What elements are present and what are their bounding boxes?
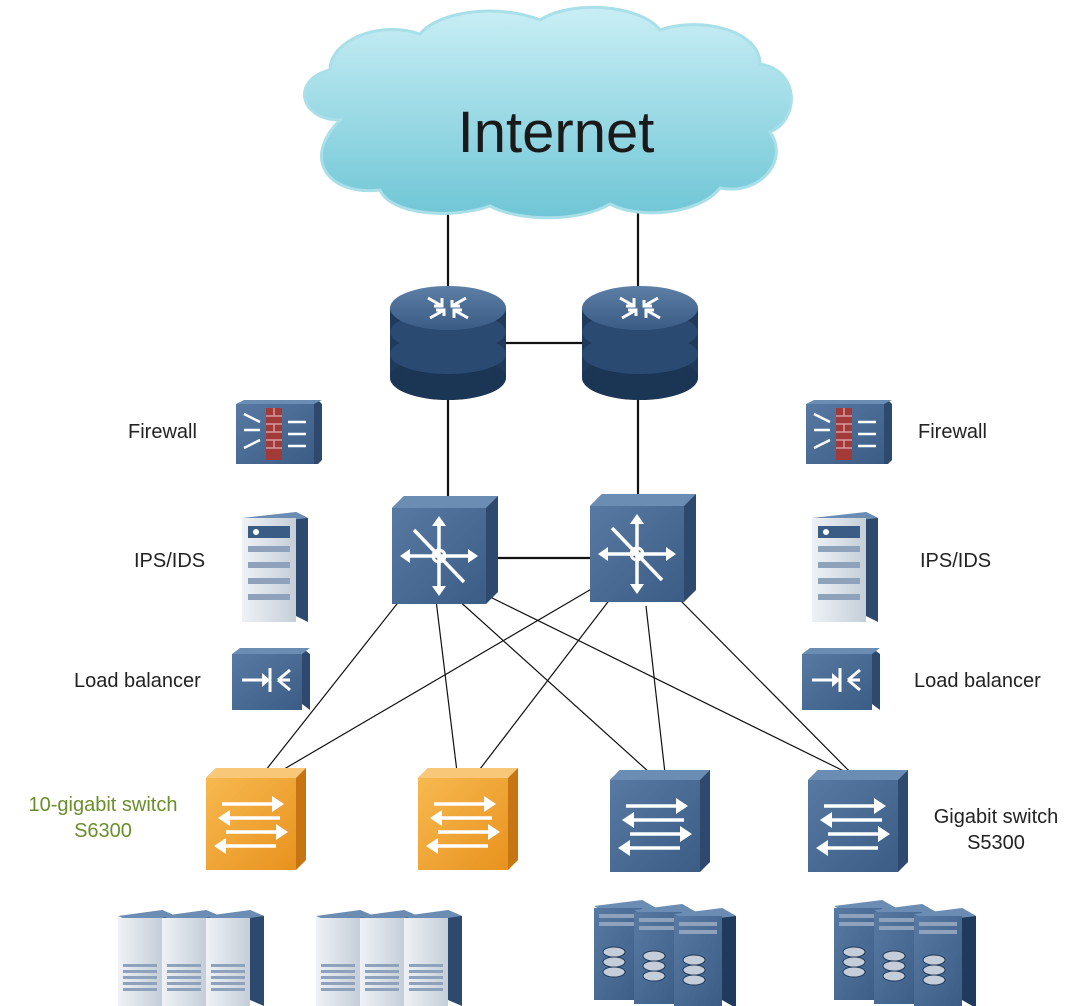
ips-right-icon (812, 512, 878, 622)
link-core-right-to-access1 (261, 583, 601, 783)
access-switch-blue-1-icon (608, 768, 712, 874)
ten-gig-switch-name: 10-gigabit switch (28, 794, 178, 816)
storage-server-icon (673, 907, 737, 1006)
links (446, 200, 640, 560)
link-core-left-to-access4 (479, 591, 863, 781)
gig-switch-name: Gigabit switch (933, 806, 1059, 828)
link-core-right-to-access3 (645, 605, 667, 783)
core-switch-right-icon (588, 492, 698, 604)
cloud-shape (303, 5, 793, 220)
load-balancer-right-icon (800, 646, 882, 712)
ten-gig-switch-label: 10-gigabit switch S6300 (8, 792, 198, 844)
firewall-right-icon (804, 398, 894, 466)
storage-group-2 (833, 899, 977, 1006)
storage-server-icon (913, 907, 977, 1006)
firewall-left-label: Firewall (128, 421, 197, 443)
access-switch-orange-1-icon (204, 766, 308, 872)
link-core-left-to-access3 (455, 597, 661, 783)
firewall-left-icon (234, 398, 324, 466)
cloud-label: Internet (458, 100, 655, 165)
gig-switch-model: S5300 (967, 832, 1025, 854)
link-core-right-to-access4 (679, 599, 861, 783)
router-right-icon (580, 284, 700, 402)
internet-cloud: Internet (303, 5, 793, 220)
firewall-right-label: Firewall (918, 421, 987, 443)
server-group-1 (118, 910, 264, 1006)
core-access-links (257, 583, 863, 783)
link-core-left-to-access1 (257, 589, 409, 781)
gig-switch-label: Gigabit switch S5300 (926, 804, 1066, 856)
link-core-right-to-access2 (469, 593, 615, 783)
load-balancer-left-label: Load balancer (74, 670, 201, 692)
link-core-left-to-access2 (435, 599, 459, 781)
ten-gig-switch-model: S6300 (74, 820, 132, 842)
server-group-2 (316, 910, 462, 1006)
server-tower-icon (206, 910, 264, 1006)
core-switch-left-icon (390, 494, 500, 606)
ips-left-label: IPS/IDS (134, 550, 206, 572)
load-balancer-left-icon (230, 646, 312, 712)
load-balancer-right-label: Load balancer (914, 670, 1041, 692)
ips-left-icon (242, 512, 308, 622)
router-left-icon (388, 284, 508, 402)
ips-right-label: IPS/IDS (920, 550, 992, 572)
storage-group-1 (593, 899, 737, 1006)
access-switch-orange-2-icon (416, 766, 520, 872)
server-tower-icon (404, 910, 462, 1006)
access-switch-blue-2-icon (806, 768, 910, 874)
